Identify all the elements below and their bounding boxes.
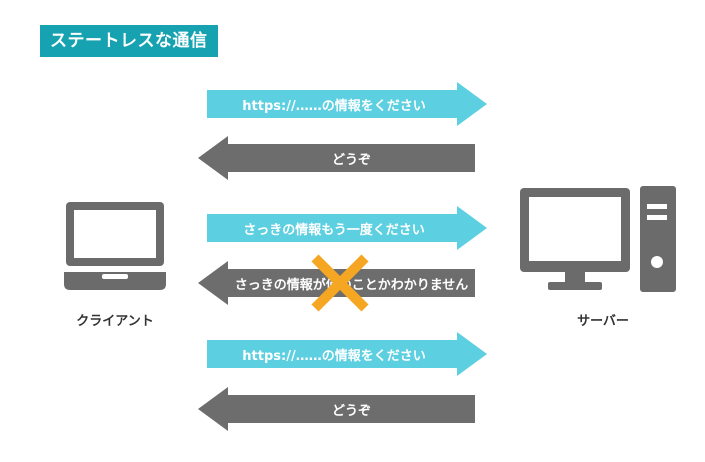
arrow-label: さっきの情報が何のことかわかりません (234, 277, 469, 293)
server-label: サーバー (577, 314, 629, 329)
request-arrow-1: https://……の情報をください (207, 82, 487, 126)
request-arrow-2: さっきの情報もう一度ください (207, 206, 487, 250)
laptop-icon (64, 202, 166, 290)
arrow-label: https://……の情報をください (242, 348, 426, 364)
diagram-title: ステートレスな通信 (40, 25, 218, 57)
server-computer-icon (520, 186, 676, 292)
x-icon (311, 254, 369, 312)
response-arrow-1: どうぞ (198, 136, 475, 180)
arrow-label: どうぞ (331, 403, 371, 419)
response-arrow-3: どうぞ (198, 387, 475, 431)
arrow-label: どうぞ (331, 152, 371, 168)
client-label: クライアント (76, 314, 154, 329)
arrow-label: https://……の情報をください (242, 98, 426, 114)
arrow-label: さっきの情報もう一度ください (243, 222, 425, 238)
request-arrow-3: https://……の情報をください (207, 332, 487, 376)
